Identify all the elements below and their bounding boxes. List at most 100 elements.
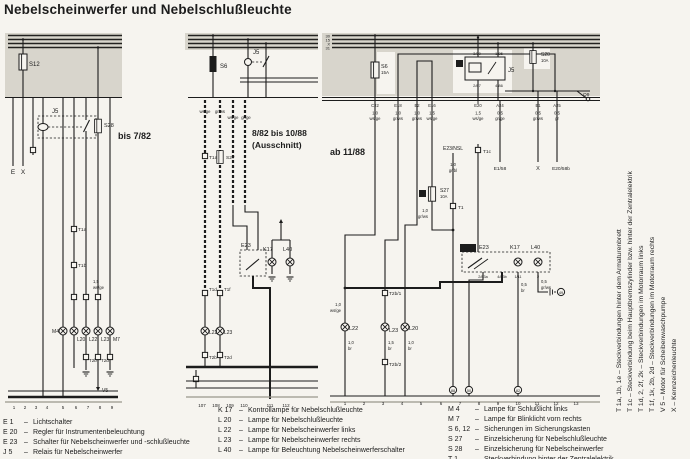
diagram-label: br xyxy=(348,346,352,351)
legend-desc: Lampe für Nebelscheinwerfer rechts xyxy=(248,437,361,444)
diagram-label: (Ausschnitt) xyxy=(252,140,302,150)
diagram-label: L22 xyxy=(209,330,218,336)
legend-dash: – xyxy=(239,437,243,444)
legend-desc: Regler für Instrumentenbeleuchtung xyxy=(33,429,145,436)
lamp-icon xyxy=(513,257,523,267)
legend-row: T 1–Steckverbindung hinter der Zentralel… xyxy=(448,455,614,459)
side-legend-line: V 5 – Motor für Scheibenwaschpumpe xyxy=(660,296,667,412)
legend-code: E 20 xyxy=(3,429,18,436)
diagram-label: gr/ws xyxy=(418,214,428,219)
legend-dash: – xyxy=(475,416,479,423)
diagram-label: E1 xyxy=(535,103,541,108)
diagram-label: 5 xyxy=(420,401,423,406)
fuse-icon xyxy=(529,50,537,64)
diagram-label: 82 xyxy=(516,389,520,393)
legend-desc: Einzelsicherung für Nebelscheinwerfer xyxy=(484,446,604,453)
legend-row: K 17–Kontrollampe für Nebelschlußleuchte xyxy=(218,406,405,416)
diagram-label: T1a xyxy=(78,227,87,233)
switch-contact xyxy=(473,258,489,270)
legend-code: L 23 xyxy=(218,437,232,444)
legend-desc: Lampe für Nebelscheinwerfer links xyxy=(248,427,356,434)
diagram-label: 3/30 xyxy=(473,51,482,56)
diagram-label: T1 xyxy=(458,205,464,211)
diagram-label: 10A xyxy=(440,194,448,199)
legend-code: L 22 xyxy=(218,427,232,434)
diagram-label: 3 xyxy=(382,401,385,406)
diagram-label: 8 xyxy=(99,405,102,410)
diagram-label: M4 xyxy=(52,329,59,335)
diagram-label: 2 xyxy=(363,401,366,406)
diagram-label: br xyxy=(408,346,412,351)
diagram-label: E xyxy=(11,169,16,176)
legend-row: M 4–Lampe für Schlußlicht links xyxy=(448,405,614,415)
diagram-label: T2b/2 xyxy=(389,362,402,368)
diagram-label: K17 xyxy=(263,247,273,253)
diagram-label: 2 xyxy=(537,275,539,279)
diagram-label: gr xyxy=(555,116,559,121)
diagram-label: S6 xyxy=(220,64,228,70)
bus-bars xyxy=(332,34,600,49)
relay-connector-box xyxy=(456,60,463,67)
diagram-label: T2d xyxy=(101,358,109,363)
diagram-label: L23 xyxy=(224,330,233,336)
diagram-label: S28 xyxy=(104,123,114,129)
legend-code: M 4 xyxy=(448,406,460,413)
diagram-label: A25 xyxy=(553,103,561,108)
diagram-label: 111 xyxy=(267,403,274,408)
switch-contact xyxy=(467,257,483,269)
diagram-label: C22 xyxy=(371,103,379,108)
arrow-icon xyxy=(96,387,100,391)
diagram-label: J5 xyxy=(508,68,515,74)
diagram-label: gr/ws xyxy=(393,116,403,121)
heavy-wire xyxy=(345,272,503,289)
diagram-label: ws/ge xyxy=(93,285,105,290)
diagram-label: T1a xyxy=(209,155,218,161)
diagram-label: S27 xyxy=(226,155,235,161)
bus-bars xyxy=(8,34,122,49)
relay-contact xyxy=(262,55,270,68)
diagram-label: 1/85 xyxy=(495,51,504,56)
diagram-label: 4 xyxy=(401,401,404,406)
connector-icon xyxy=(381,289,389,297)
diagram-label: ws/ge xyxy=(473,116,485,121)
side-legend-line: T 1c – Steckverbindung beim Hauptbremszy… xyxy=(627,171,634,412)
diagram-label: E16 xyxy=(428,103,436,108)
wires xyxy=(344,100,558,396)
legend-row: J 5–Relais für Nebelscheinwerfer xyxy=(3,448,190,458)
diagram-label: 30 xyxy=(326,34,331,39)
connector-icon xyxy=(201,152,209,160)
legend-code: T 1 xyxy=(448,455,475,459)
fuse-icon xyxy=(18,53,28,71)
diagram-label: 15A xyxy=(381,70,389,75)
wires xyxy=(195,205,291,388)
diagram-label: E23 xyxy=(479,245,489,251)
diagram-label: 2 xyxy=(24,405,27,410)
diagram-label: 1,0 xyxy=(450,162,456,167)
diagram-label: 1,0 xyxy=(372,111,378,116)
legend-dash: – xyxy=(24,429,28,436)
legend-desc: Kontrollampe für Nebelschlußleuchte xyxy=(248,407,363,414)
diagram-label: T1f xyxy=(224,287,231,292)
diagram-label: 0,5 xyxy=(535,111,541,116)
diagram-label: 8 xyxy=(478,401,481,406)
diagram-label: L20 xyxy=(409,326,418,332)
diagram-label: 49 xyxy=(559,291,563,295)
legend-row: L 23–Lampe für Nebelscheinwerfer rechts xyxy=(218,436,405,446)
diagram-label: 12 xyxy=(553,401,559,406)
diagram-label: L40 xyxy=(283,247,292,253)
legend-desc: Lampe für Schlußlicht links xyxy=(484,406,568,413)
diagram-label: E1/58 xyxy=(494,166,507,172)
legend-desc: Relais für Nebelscheinwerfer xyxy=(33,449,123,456)
diagram-label: 1 xyxy=(344,401,347,406)
legend-desc: Lampe für Beleuchtung Nebelscheinwerfers… xyxy=(248,447,405,454)
diagram-label: T2d xyxy=(224,355,232,360)
diagram-label: 9 xyxy=(111,405,114,410)
diagram-label: 2/87 xyxy=(473,83,482,88)
legend-code: L 20 xyxy=(218,417,232,424)
legend-desc: Sicherungen im Sicherungskasten xyxy=(484,426,591,433)
